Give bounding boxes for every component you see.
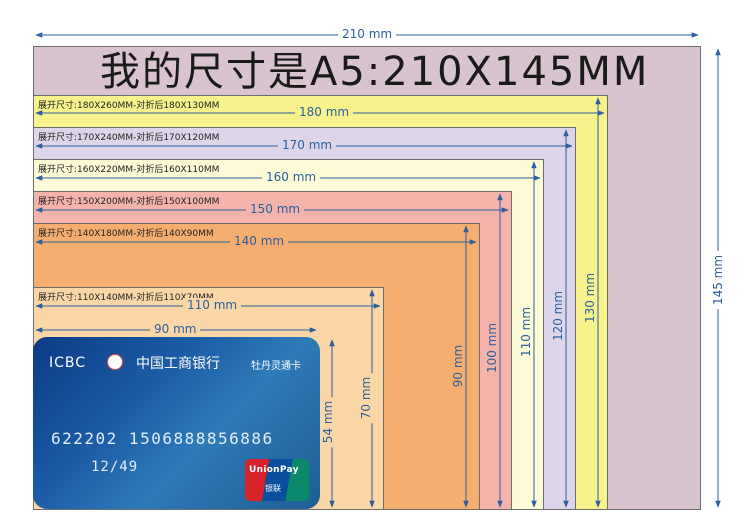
icbc-logo-icon: [107, 354, 123, 370]
size-label: 展开尺寸:150X200MM-对折后150X100MM: [38, 197, 220, 207]
unionpay-logo: UnionPay 银联: [245, 459, 309, 501]
size-label: 展开尺寸:110X140MM-对折后110X70MM: [38, 293, 214, 303]
dim-label-160: 160 mm: [262, 170, 321, 184]
card-brand: ICBC: [49, 355, 87, 371]
dim-label-180: 180 mm: [295, 105, 354, 119]
dim-label-110: 110 mm: [183, 298, 242, 312]
card-number: 622202 1506888856886: [51, 429, 274, 448]
dim-label-145: 145 mm: [711, 250, 725, 310]
unionpay-cn: 银联: [265, 484, 281, 493]
dim-label-210: 210 mm: [338, 27, 397, 41]
dim-label-70: 70 mm: [359, 372, 373, 424]
unionpay-text: UnionPay: [249, 465, 299, 475]
dim-label-150: 150 mm: [246, 202, 305, 216]
page-title: 我的尺寸是A5:210X145MM: [100, 49, 650, 95]
size-label: 展开尺寸:180X260MM-对折后180X130MM: [38, 101, 220, 111]
card-expiry: 12/49: [91, 459, 139, 475]
dim-label-170: 170 mm: [278, 138, 337, 152]
card-bank-name: 中国工商银行: [136, 356, 220, 372]
dim-label-120: 120 mm: [551, 286, 565, 346]
dim-label-54: 54 mm: [321, 396, 335, 448]
dim-label-130: 130 mm: [583, 268, 597, 328]
size-label: 展开尺寸:140X180MM-对折后140X90MM: [38, 229, 214, 239]
dim-label-110-v: 110 mm: [519, 302, 533, 362]
dim-label-90: 90 mm: [150, 322, 201, 336]
dim-label-90-v: 90 mm: [451, 340, 465, 392]
dim-label-100: 100 mm: [485, 318, 499, 378]
size-label: 展开尺寸:160X220MM-对折后160X110MM: [38, 165, 220, 175]
card-product: 牡丹灵通卡: [251, 361, 301, 372]
bank-card: ICBC 中国工商银行 牡丹灵通卡 622202 1506888856886 1…: [33, 337, 320, 509]
dim-label-140: 140 mm: [230, 234, 289, 248]
size-label: 展开尺寸:170X240MM-对折后170X120MM: [38, 133, 220, 143]
